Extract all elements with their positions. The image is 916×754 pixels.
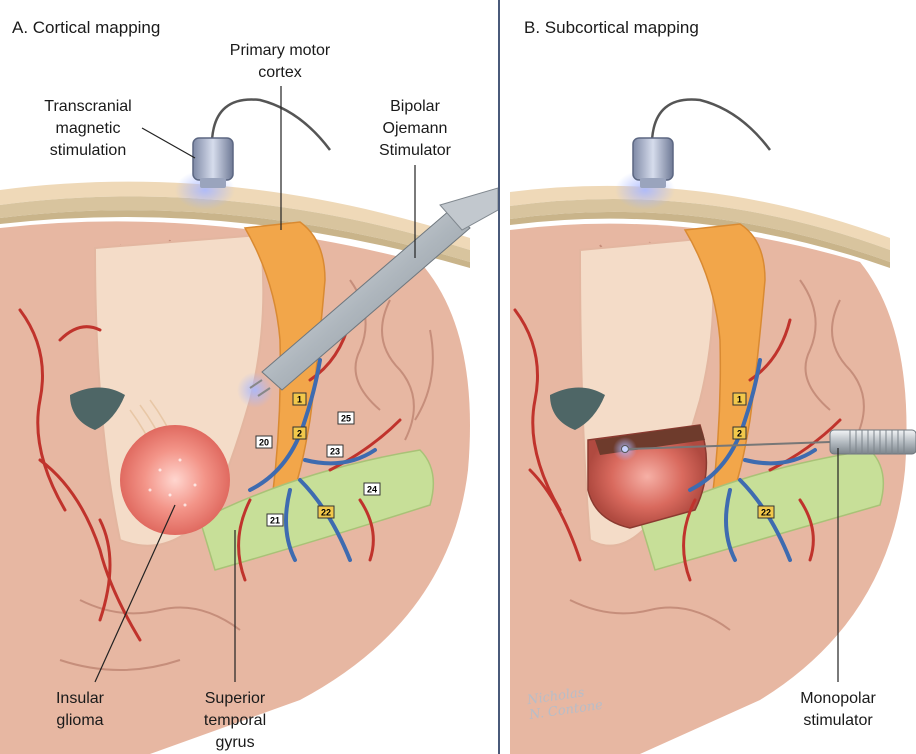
subcortical-mapping-illustration: 1 2 22 bbox=[510, 98, 916, 754]
panel-subcortical-mapping: 1 2 22 B. Subcortical mapping Monopolar … bbox=[500, 0, 916, 754]
tag-23: 23 bbox=[326, 444, 344, 458]
tag-1: 1 bbox=[732, 392, 747, 406]
tms-cable bbox=[210, 98, 331, 151]
tag-20: 20 bbox=[255, 435, 273, 449]
panel-divider bbox=[498, 0, 500, 754]
tag-22: 22 bbox=[757, 505, 775, 519]
svg-text:23: 23 bbox=[330, 447, 340, 457]
tag-24: 24 bbox=[363, 482, 381, 496]
svg-text:1: 1 bbox=[297, 395, 302, 405]
superior-temporal-gyrus bbox=[199, 449, 435, 571]
panel-b-title: B. Subcortical mapping bbox=[524, 18, 699, 37]
ventricle bbox=[70, 387, 125, 430]
svg-text:21: 21 bbox=[270, 516, 280, 526]
panel-cortical-mapping: 1 2 20 21 22 23 24 25 A. Cortical mappin… bbox=[0, 18, 498, 754]
bipolar-probe-shaft bbox=[261, 209, 471, 391]
svg-text:22: 22 bbox=[321, 508, 331, 518]
label-bipolar-ojemann-stimulator: Bipolar Ojemann Stimulator bbox=[378, 98, 452, 159]
svg-text:2: 2 bbox=[737, 429, 742, 439]
svg-text:2: 2 bbox=[297, 429, 302, 439]
tag-1: 1 bbox=[292, 392, 307, 406]
tag-22: 22 bbox=[317, 505, 335, 519]
scalp-layer bbox=[0, 181, 470, 250]
label-primary-motor-cortex: Primary motor cortex bbox=[229, 42, 331, 81]
label-monopolar-stimulator: Monopolar stimulator bbox=[800, 690, 876, 729]
panel-a-title: A. Cortical mapping bbox=[12, 18, 161, 37]
tag-21: 21 bbox=[266, 513, 284, 527]
svg-text:1: 1 bbox=[737, 395, 742, 405]
skull-layer bbox=[0, 196, 470, 262]
stimulation-site-tags: 1 2 22 bbox=[732, 392, 775, 519]
tag-2: 2 bbox=[292, 426, 307, 440]
label-transcranial-magnetic-stimulation: Transcranial magnetic stimulation bbox=[44, 98, 132, 159]
dura-layer bbox=[0, 210, 470, 268]
svg-text:25: 25 bbox=[341, 414, 351, 424]
stimulation-site-tags: 1 2 20 21 22 23 24 25 bbox=[255, 392, 381, 527]
tms-coil bbox=[632, 137, 674, 181]
leader-lines bbox=[94, 86, 416, 683]
svg-text:20: 20 bbox=[259, 438, 269, 448]
insular-glioma-mass bbox=[120, 425, 230, 535]
svg-text:22: 22 bbox=[761, 508, 771, 518]
label-superior-temporal-gyrus: Superior temporal gyrus bbox=[203, 690, 267, 751]
tag-2: 2 bbox=[732, 426, 747, 440]
svg-text:24: 24 bbox=[367, 485, 377, 495]
monopolar-probe-handle bbox=[829, 429, 916, 455]
label-insular-glioma: Insular glioma bbox=[55, 690, 105, 729]
monopolar-probe-wire bbox=[627, 441, 831, 450]
cortical-mapping-illustration: 1 2 20 21 22 23 24 25 bbox=[0, 86, 498, 754]
tms-coil bbox=[192, 137, 234, 181]
tag-25: 25 bbox=[337, 411, 355, 425]
